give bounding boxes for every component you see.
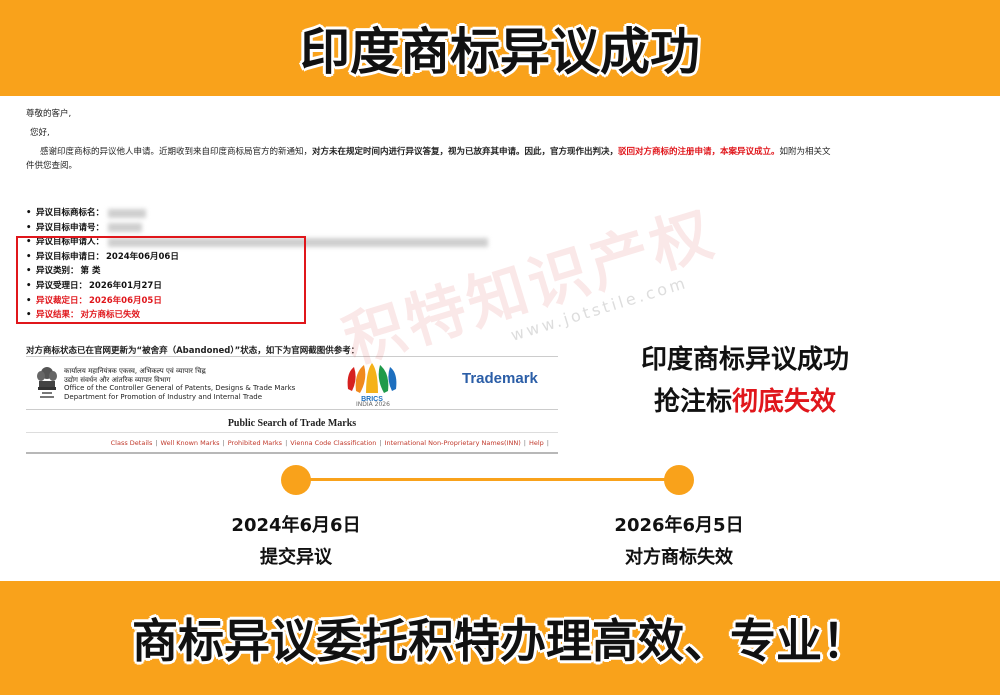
field-acceptance-date: •异议受理日：2026年01月27日 [26, 279, 488, 294]
link-class-details[interactable]: Class Details [110, 438, 153, 447]
link-prohibited-marks[interactable]: Prohibited Marks [227, 438, 283, 447]
headline: 印度商标异议成功 抢注标彻底失效 [580, 340, 910, 423]
field-value: 2024年06月06日 [106, 251, 179, 262]
ipindia-nav-links: Class Details| Well Known Marks| Prohibi… [26, 432, 558, 454]
national-emblem-icon [37, 367, 57, 398]
timeline-label-end: 对方商标失效 [625, 547, 733, 568]
field-label: 异议目标申请号： [36, 222, 105, 233]
letter-body-bold: 对方未在规定时间内进行异议答复，视为已放弃其申请。因此，官方现作出判决， [312, 147, 619, 158]
timeline-date-start: 2024年6月6日 [231, 515, 361, 536]
ipindia-header: कार्यालय महानियंत्रक एकस्व, अभिकल्प एवं … [26, 356, 558, 410]
field-label: 异议目标申请日： [36, 251, 105, 262]
notice-letter: 尊敬的客户, 您好, 感谢印度商标的异议他人申请。近期收到来自印度商标局官方的新… [26, 108, 846, 179]
timeline-dot-end [664, 465, 694, 495]
timeline-date-end: 2026年6月5日 [614, 515, 744, 536]
bottom-banner: 商标异议委托积特办理高效、专业！ [0, 581, 1000, 695]
field-label: 异议类别： [36, 266, 79, 277]
watermark-url: www.jotstile.com [508, 272, 690, 345]
letter-body-red: 驳回对方商标的注册申请，本案异议成立。 [618, 147, 780, 158]
field-applicant: •异议目标申请人： [26, 235, 489, 250]
highlight-box [16, 236, 306, 324]
brics-label: BRICS [361, 396, 383, 403]
timeline-dot-start [281, 465, 311, 495]
public-search-title: Public Search of Trade Marks [227, 418, 357, 429]
timeline-label-start: 提交异议 [260, 547, 332, 568]
field-result: •异议结果：对方商标已失效 [26, 308, 488, 323]
gov-line-hindi-2: उद्योग संवर्धन और आंतरिक व्यापार विभाग [64, 375, 171, 384]
field-label: 异议裁定日： [36, 295, 88, 306]
letter-greeting: 尊敬的客户, [26, 109, 72, 119]
timeline-connector [296, 478, 680, 481]
field-ruling-date: •异议裁定日：2026年06月05日 [26, 294, 488, 309]
banner-title: 印度商标异议成功 [300, 23, 700, 81]
link-well-known-marks[interactable]: Well Known Marks [160, 438, 220, 447]
link-help[interactable]: Help [528, 438, 544, 447]
gov-office-text: कार्यालय महानियंत्रक एकस्व, अभिकल्प एवं … [64, 367, 295, 401]
headline-line2-black: 抢注标 [653, 386, 732, 417]
gov-line-hindi-1: कार्यालय महानियंत्रक एकस्व, अभिकल्प एवं … [64, 367, 206, 375]
field-value: 对方商标已失效 [80, 310, 141, 321]
redacted-value [108, 237, 489, 247]
field-label: 异议目标申请人： [36, 237, 105, 248]
letter-body-tail: 如附为相关文件供您查阅。 [26, 147, 831, 171]
slogan: 商标异议委托积特办理高效、专业！ [132, 614, 868, 668]
gov-line-english-1: Office of the Controller General of Pate… [64, 384, 296, 392]
gov-line-english-2: Department for Promotion of Industry and… [64, 392, 263, 401]
status-line: 对方商标状态已在官网更新为“被舍弃（Abandoned）”状态，如下为官网截图供… [26, 346, 360, 356]
opposition-field-list: •异议目标商标名： •异议目标申请号： •异议目标申请人： •异议目标申请日：2… [26, 206, 489, 323]
brics-logo-icon: BRICS [347, 363, 397, 403]
field-class: •异议类别：第 类 [26, 264, 488, 279]
top-banner: 印度商标异议成功 [0, 0, 1000, 96]
field-value: 第 类 [80, 266, 101, 277]
letter-body: 感谢印度商标的异议他人申请。近期收到来自印度商标局官方的新通知，对方未在规定时间… [26, 146, 838, 172]
link-vienna-code[interactable]: Vienna Code Classification [290, 438, 377, 447]
field-value: 2026年06月05日 [89, 295, 162, 306]
field-label: 异议结果： [36, 310, 79, 321]
field-label: 异议目标商标名： [36, 208, 105, 218]
letter-body-intro: 感谢印度商标的异议他人申请。近期收到来自印度商标局官方的新通知， [40, 147, 313, 158]
brics-sub-label: INDIA 2026 [356, 401, 390, 408]
field-application-date: •异议目标申请日：2024年06月06日 [26, 250, 488, 265]
trademark-logo-text: Trademark [462, 370, 538, 387]
letter-hello: 您好, [30, 128, 50, 139]
field-value: 2026年01月27日 [89, 280, 162, 291]
redacted-value [108, 223, 143, 233]
field-application-number: •异议目标申请号： [26, 221, 488, 236]
redacted-value [108, 208, 147, 218]
headline-line2-red: 彻底失效 [732, 386, 837, 417]
link-inn[interactable]: International Non-Proprietary Names(INN) [384, 438, 521, 447]
headline-line1: 印度商标异议成功 [640, 345, 849, 375]
field-label: 异议受理日： [36, 280, 88, 291]
headline-line2: 抢注标彻底失效 [580, 382, 910, 424]
field-trademark-name: •异议目标商标名： [26, 206, 488, 221]
